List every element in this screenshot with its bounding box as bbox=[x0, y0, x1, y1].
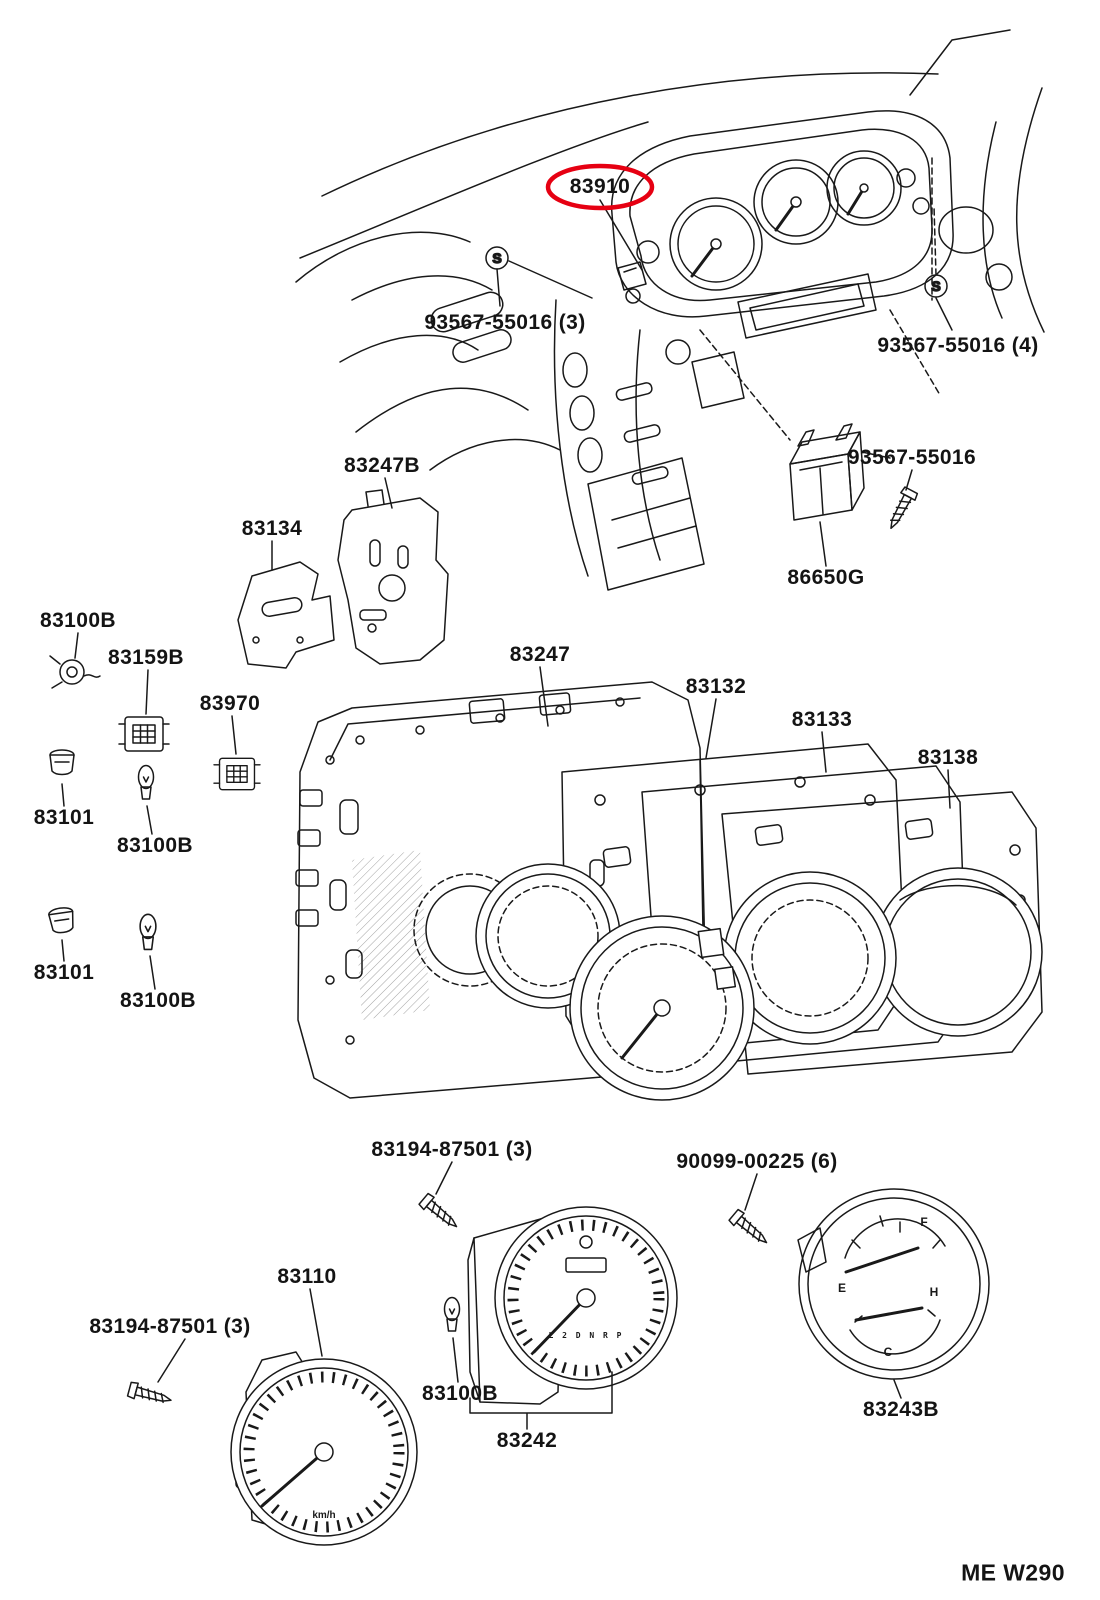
screw-marker-1: S bbox=[485, 246, 509, 270]
part-label-83101-b: 83101 bbox=[33, 961, 95, 984]
part-label-83242: 83242 bbox=[496, 1429, 558, 1452]
leader-lines bbox=[61, 199, 953, 1430]
screw-marker-2: S bbox=[924, 205, 948, 298]
part-label-86650g: 86650G bbox=[787, 566, 865, 589]
screw-icon bbox=[883, 485, 919, 533]
part-label-83138: 83138 bbox=[917, 746, 979, 769]
part-label-93567-55016-3: 93567-55016 (3) bbox=[424, 311, 586, 334]
part-label-93567-55016: 93567-55016 bbox=[847, 446, 977, 469]
socket-83101-b-icon bbox=[47, 905, 77, 935]
gauge-tubs-art bbox=[475, 818, 1043, 1101]
part-label-83970: 83970 bbox=[199, 692, 261, 715]
part-label-83247b: 83247B bbox=[344, 454, 420, 477]
part-label-83194-a: 83194-87501 (3) bbox=[371, 1138, 533, 1161]
bulb-83100b-b-icon bbox=[137, 764, 155, 800]
speedometer-83110-art: km/h bbox=[230, 1351, 418, 1546]
fuel-full-letter: F bbox=[920, 1215, 927, 1229]
tachometer-83242-art: L 2 D N R P bbox=[467, 1206, 678, 1405]
center-stack-art bbox=[562, 273, 877, 591]
bulb-83100b-d-icon bbox=[443, 1296, 461, 1332]
plate-83132-art bbox=[561, 743, 907, 1059]
part-label-83910: 83910 bbox=[569, 175, 631, 198]
part-label-83134: 83134 bbox=[241, 517, 303, 540]
fuel-temp-gauge-83243b-art: F E H C bbox=[797, 1188, 990, 1380]
bottom-parts-art: km/h L 2 D N R P F E H C bbox=[126, 1188, 990, 1546]
part-label-83100b-d: 83100B bbox=[422, 1382, 498, 1405]
part-label-83100b-c: 83100B bbox=[120, 989, 196, 1012]
part-label-83110: 83110 bbox=[277, 1265, 337, 1288]
cluster-case-83247-art bbox=[295, 681, 707, 1099]
cluster-bezel-art bbox=[610, 110, 954, 441]
part-label-83101-a: 83101 bbox=[33, 806, 95, 829]
bracket-83134-art bbox=[237, 561, 335, 669]
screw-83194-a-icon bbox=[417, 1192, 463, 1234]
relay-86650g-art bbox=[789, 423, 919, 533]
connector-83159b-icon bbox=[118, 716, 170, 752]
bulb-83100b-c-icon bbox=[139, 913, 157, 951]
tach-indicator-text: L 2 D N R P bbox=[549, 1331, 624, 1340]
temp-cold-letter: C bbox=[884, 1345, 893, 1359]
temp-hot-letter: H bbox=[930, 1285, 939, 1299]
diagram-code: ME W290 bbox=[961, 1559, 1065, 1586]
part-label-93567-55016-4: 93567-55016 (4) bbox=[877, 334, 1039, 357]
screw-marker-1-letter: S bbox=[492, 250, 501, 266]
part-label-90099: 90099-00225 (6) bbox=[676, 1150, 838, 1173]
part-label-83247: 83247 bbox=[509, 643, 571, 666]
part-label-83132: 83132 bbox=[685, 675, 747, 698]
screw-83194-b-icon bbox=[126, 1380, 174, 1409]
screw-90099-icon bbox=[727, 1208, 773, 1250]
fuel-empty-letter: E bbox=[838, 1281, 846, 1295]
part-label-83100b-a: 83100B bbox=[40, 609, 116, 632]
socket-83101-a-icon bbox=[49, 749, 75, 776]
connector-83970-icon bbox=[213, 757, 261, 791]
socket-83100b-a bbox=[49, 655, 101, 689]
part-label-83243b: 83243B bbox=[863, 1398, 939, 1421]
part-label-83159b: 83159B bbox=[108, 646, 184, 669]
speedo-unit-text: km/h bbox=[312, 1510, 335, 1521]
bracket-83247b-art bbox=[337, 489, 449, 665]
screw-marker-2-letter: S bbox=[931, 278, 940, 294]
dashboard-art bbox=[295, 29, 1045, 577]
part-label-83133: 83133 bbox=[791, 708, 853, 731]
part-label-83100b-b: 83100B bbox=[117, 834, 193, 857]
highlight-oval-83910 bbox=[545, 163, 655, 211]
part-label-83194-b: 83194-87501 (3) bbox=[89, 1315, 251, 1338]
